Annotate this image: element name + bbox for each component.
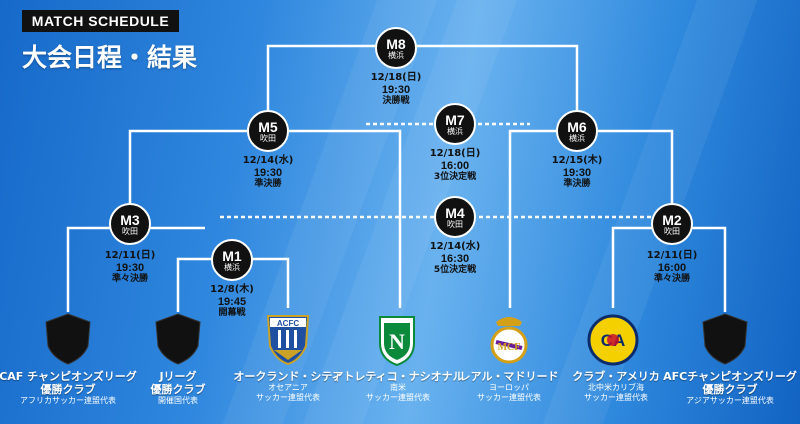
team-name-line2: 優勝クラブ — [40, 383, 96, 396]
match-node-m2[interactable]: M2 吹田 — [651, 203, 693, 245]
match-info-m7: 12/18(日) 16:00 3位決定戦 — [430, 148, 481, 183]
team-name-line2: 優勝クラブ — [702, 383, 758, 396]
team-confederation-line2: サッカー連盟代表 — [476, 393, 541, 402]
match-venue: 横浜 — [388, 50, 404, 60]
match-time: 16:00 — [657, 262, 687, 274]
match-code: M4 — [445, 204, 465, 221]
match-round: 5位決定戦 — [433, 265, 477, 275]
match-node-m7[interactable]: M7 横浜 — [434, 103, 476, 145]
match-round: 準決勝 — [563, 179, 591, 189]
team-confederation: オセアニア — [268, 383, 308, 392]
auckland-city-crest-icon: ACFC — [266, 315, 310, 366]
match-code: M8 — [386, 35, 406, 52]
match-code: M6 — [567, 118, 587, 135]
team-name-line2: 優勝クラブ — [150, 383, 206, 396]
match-info-m6: 12/15(木) 19:30 準決勝 — [552, 155, 603, 190]
team-afc-champion[interactable]: AFCチャンピオンズリーグ 優勝クラブ アジアサッカー連盟代表 — [663, 370, 797, 406]
team-club-america[interactable]: クラブ・アメリカ 北中米カリブ海 サッカー連盟代表 — [572, 370, 659, 403]
team-name: アトレティコ・ナシオナル — [332, 370, 464, 383]
team-confederation: ヨーロッパ — [488, 383, 529, 392]
match-time: 16:00 — [440, 160, 470, 172]
match-code: M5 — [258, 118, 278, 135]
match-code: M1 — [222, 247, 242, 264]
real-madrid-crest-text: MCF — [498, 342, 521, 353]
team-confederation: アフリカサッカー連盟代表 — [19, 396, 116, 405]
match-code: M2 — [662, 211, 682, 228]
match-time: 19:45 — [217, 296, 247, 308]
match-venue: 吹田 — [447, 219, 463, 229]
match-venue: 吹田 — [664, 226, 680, 236]
team-confederation-line2: サッカー連盟代表 — [256, 393, 320, 402]
match-time: 19:30 — [115, 262, 145, 274]
auckland-crest-text: ACFC — [277, 319, 299, 328]
team-name: クラブ・アメリカ — [572, 370, 660, 383]
match-venue: 横浜 — [569, 133, 585, 143]
match-node-m5[interactable]: M5 吹田 — [247, 110, 289, 152]
match-schedule-badge: MATCH SCHEDULE — [22, 10, 179, 32]
team-name: CAF チャンピオンズリーグ — [0, 370, 137, 383]
match-date: 12/14(水) — [242, 155, 294, 166]
team-name: AFCチャンピオンズリーグ — [663, 370, 797, 383]
match-round: 決勝戦 — [382, 96, 410, 106]
team-auckland-city[interactable]: オークランド・シティ オセアニア サッカー連盟代表 — [233, 370, 342, 403]
team-confederation: アジアサッカー連盟代表 — [686, 396, 774, 405]
match-round: 準決勝 — [254, 179, 282, 189]
team-caf-champion[interactable]: CAF チャンピオンズリーグ 優勝クラブ アフリカサッカー連盟代表 — [0, 370, 137, 406]
match-round: 準々決勝 — [653, 274, 690, 284]
real-madrid-crest-icon: MCF — [490, 317, 528, 364]
match-date: 12/8(木) — [210, 284, 254, 295]
team-name: Jリーグ — [159, 370, 197, 383]
match-date: 12/11(日) — [646, 250, 698, 261]
match-time: 19:30 — [381, 84, 411, 96]
match-venue: 横浜 — [447, 126, 463, 136]
match-info-m3: 12/11(日) 19:30 準々決勝 — [105, 250, 156, 285]
nacional-crest-text: N — [389, 329, 405, 354]
match-date: 12/15(木) — [551, 155, 603, 166]
match-time: 19:30 — [562, 167, 592, 179]
page-title: 大会日程・結果 — [22, 43, 198, 72]
match-info-m5: 12/14(水) 19:30 準決勝 — [243, 155, 294, 190]
team-confederation: 開催国代表 — [158, 396, 198, 405]
match-round: 3位決定戦 — [433, 172, 477, 182]
nacional-crest-icon: N — [379, 316, 415, 367]
team-confederation: 南米 — [390, 383, 406, 392]
team-name: オークランド・シティ — [233, 370, 343, 383]
team-name: レアル・マドリード — [459, 370, 559, 383]
match-info-m2: 12/11(日) 16:00 準々決勝 — [647, 250, 698, 285]
match-venue: 吹田 — [122, 226, 138, 236]
match-date: 12/14(水) — [429, 241, 481, 252]
match-date: 12/18(日) — [429, 148, 481, 159]
team-confederation-line2: サッカー連盟代表 — [583, 393, 648, 402]
match-round: 準々決勝 — [111, 274, 148, 284]
team-jleague-champion[interactable]: Jリーグ 優勝クラブ 開催国代表 — [151, 370, 206, 406]
match-node-m8[interactable]: M8 横浜 — [375, 27, 417, 69]
match-node-m6[interactable]: M6 横浜 — [556, 110, 598, 152]
afc-shield-icon — [702, 313, 748, 365]
match-code: M3 — [120, 211, 140, 228]
match-time: 19:30 — [253, 167, 283, 179]
match-node-m4[interactable]: M4 吹田 — [434, 196, 476, 238]
match-node-m3[interactable]: M3 吹田 — [109, 203, 151, 245]
match-date: 12/11(日) — [104, 250, 156, 261]
team-real-madrid[interactable]: レアル・マドリード ヨーロッパ サッカー連盟代表 — [460, 370, 559, 403]
team-confederation-line2: サッカー連盟代表 — [366, 393, 430, 402]
match-round: 開幕戦 — [218, 308, 246, 318]
match-time: 16:30 — [440, 253, 470, 265]
match-venue: 横浜 — [224, 262, 240, 272]
match-date: 12/18(日) — [370, 72, 422, 83]
match-code: M7 — [445, 111, 465, 128]
match-info-m4: 12/14(水) 16:30 5位決定戦 — [430, 241, 481, 276]
team-atletico-nacional[interactable]: アトレティコ・ナシオナル 南米 サッカー連盟代表 — [332, 370, 463, 403]
team-confederation: 北中米カリブ海 — [587, 383, 644, 392]
caf-shield-icon — [45, 313, 91, 365]
match-info-m1: 12/8(木) 19:45 開幕戦 — [210, 284, 254, 319]
match-info-m8: 12/18(日) 19:30 決勝戦 — [371, 72, 422, 107]
match-node-m1[interactable]: M1 横浜 — [211, 239, 253, 281]
jleague-shield-icon — [155, 313, 201, 365]
club-america-crest-icon: CA — [587, 314, 639, 366]
match-venue: 吹田 — [260, 133, 276, 143]
